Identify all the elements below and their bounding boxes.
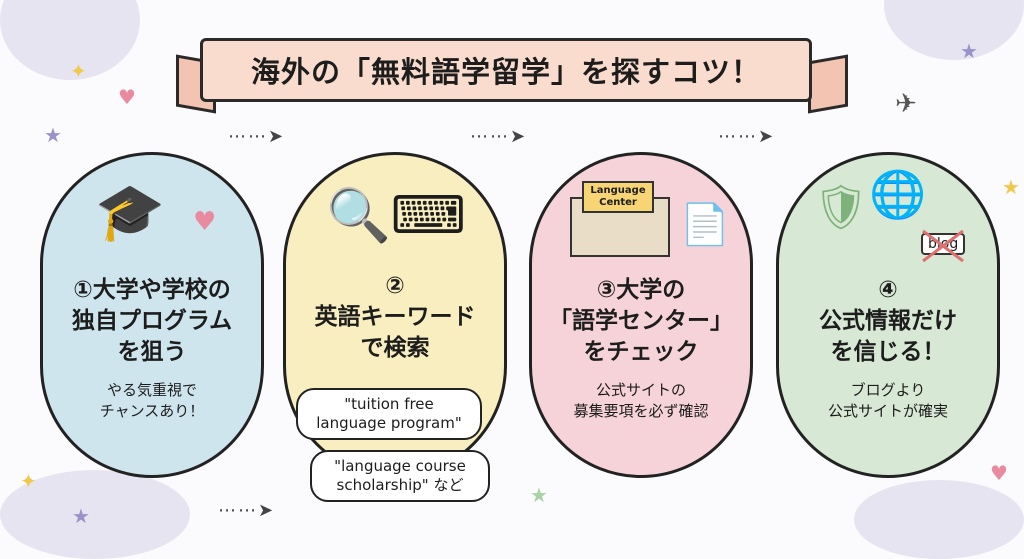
- star-icon: ★: [72, 504, 90, 528]
- dotted-arrow: ⋯⋯➤: [718, 126, 776, 147]
- star-icon: ★: [960, 39, 978, 63]
- shield-check-icon: 🛡: [813, 182, 869, 233]
- step-description: ブログより公式サイトが確実: [827, 381, 948, 420]
- step-description: 公式サイトの募集要項を必ず確認: [573, 381, 709, 420]
- star-icon: ★: [530, 483, 548, 507]
- sparkle-icon: ✦: [20, 469, 37, 493]
- star-icon: ★: [1002, 175, 1020, 199]
- heart-icon: ♥: [118, 85, 136, 109]
- paper-plane-icon: ✈: [895, 89, 917, 119]
- cross-icon: [922, 229, 964, 263]
- title-banner: 海外の「無料語学留学」を探すコツ！: [200, 38, 812, 102]
- cloud-decoration: [854, 480, 1024, 559]
- heart-icon: ♥: [990, 461, 1008, 485]
- dotted-arrow: ⋯⋯➤: [470, 126, 528, 147]
- step-heading: ①大学や学校の独自プログラムを狙う: [71, 277, 233, 365]
- dotted-arrow: ⋯⋯➤: [228, 126, 286, 147]
- graduation-cap-icon: 🎓: [95, 180, 165, 245]
- dotted-arrow: ⋯⋯➤: [218, 500, 276, 521]
- sparkle-icon: ✦: [70, 59, 87, 83]
- banner-ribbon-right: [808, 54, 848, 114]
- step-heading: ③大学の「語学センター」をチェック: [549, 277, 733, 365]
- cloud-decoration: [0, 470, 190, 559]
- blog-crossed-icon: blog: [921, 229, 966, 263]
- document-search-icon: 📄: [680, 202, 730, 248]
- step-description: やる気重視でチャンスあり！: [99, 381, 205, 420]
- magnifier-keyboard-icon: 🔍⌨: [326, 186, 466, 246]
- cloud-decoration: [884, 0, 1024, 60]
- heart-icon: ♥: [193, 207, 217, 237]
- page-title: 海外の「無料語学留学」を探すコツ！: [250, 55, 761, 89]
- step-card-1: 🎓 ♥ ①大学や学校の独自プログラムを狙う やる気重視でチャンスあり！: [40, 152, 264, 478]
- globe-icon: 🌐: [869, 167, 927, 221]
- star-icon: ★: [44, 123, 62, 147]
